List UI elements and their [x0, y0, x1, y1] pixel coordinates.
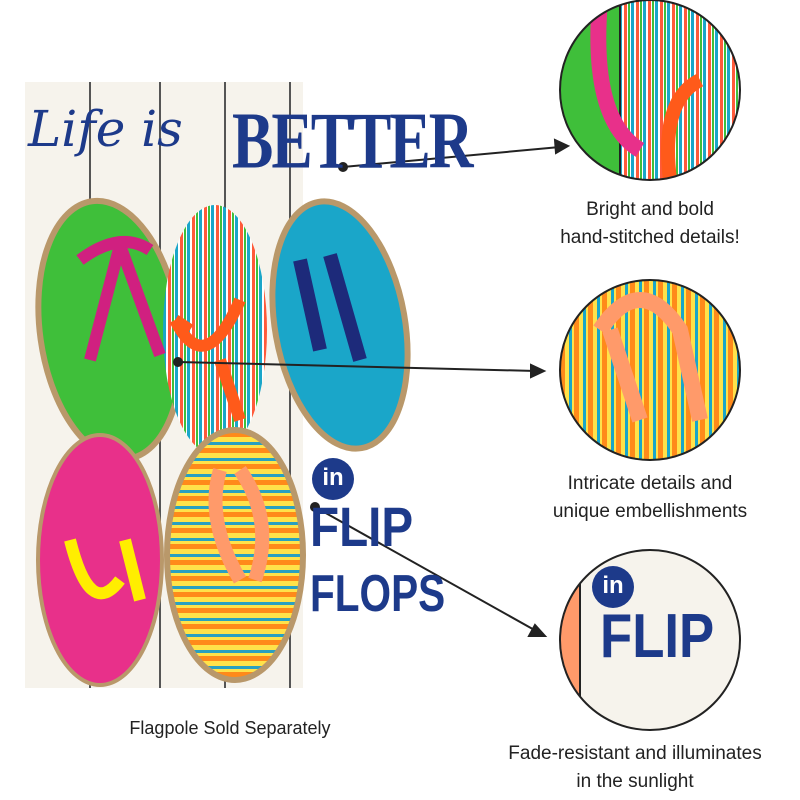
pointer-arrows [173, 138, 571, 637]
flag-title-bold: BETTER [232, 97, 474, 186]
flag-subtitle-flip: FLIP [310, 495, 414, 558]
callout-caption-3: Fade-resistant and illuminates in the su… [470, 740, 800, 796]
callout-caption-1: Bright and bold hand-stitched details! [500, 196, 800, 252]
circle-flip-text: FLIP [600, 602, 715, 671]
callout-2-line1: Intricate details and [567, 473, 733, 494]
flag-subtitle-in: in [312, 458, 354, 500]
flagpole-note: Flagpole Sold Separately [129, 718, 331, 738]
callout-1-line1: Bright and bold [586, 199, 714, 220]
callout-3-line2: in the sunlight [576, 771, 694, 792]
flag-title-script: Life is [28, 100, 183, 158]
callout-circles [559, 0, 741, 731]
garden-flag [25, 82, 411, 688]
callout-2-line2: unique embellishments [552, 501, 748, 522]
flag-subtitle-flops: FLOPS [310, 565, 446, 623]
circle-in-text: in [592, 566, 634, 608]
callout-3-line1: Fade-resistant and illuminates [508, 743, 762, 764]
callout-1-line2: hand-stitched details! [560, 227, 740, 248]
callout-caption-2: Intricate details and unique embellishme… [500, 470, 800, 526]
